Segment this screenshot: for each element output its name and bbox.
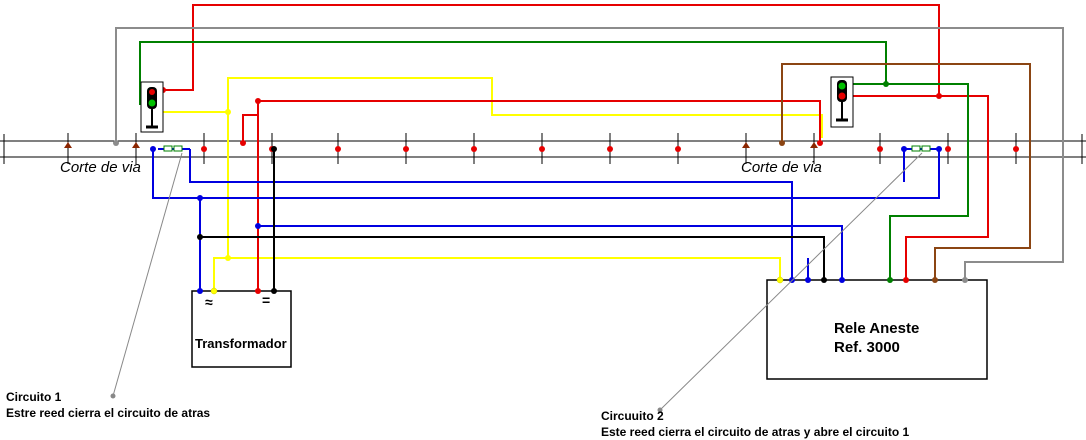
transformer-ac-symbol: ≈ [205,294,213,310]
track-dot [471,146,477,152]
transformer-dc-symbol: = [262,292,271,308]
track-dot [403,146,409,152]
relay-title: Rele Aneste [834,320,920,337]
track-dot [1013,146,1019,152]
reed-switch-1 [158,145,190,152]
transformer-title: Transformador [195,336,287,351]
signal-left-icon [140,81,164,133]
callout-lines [112,152,923,411]
circuit1-description: Estre reed cierra el circuito de atras [6,406,211,420]
yellow-wire [153,77,823,292]
track-dot [877,146,883,152]
blue-wires [152,149,940,292]
circuit2-title: Circuuito 2 [601,409,664,423]
track-connection-dots [201,146,1019,152]
wire-junctions [113,81,942,261]
relay-box [766,279,988,380]
relay-ref: Ref. 3000 [834,339,900,356]
circuit2-description: Este reed cierra el circuito de atras y … [601,425,910,439]
transformer-box [191,290,292,368]
track-dot [335,146,341,152]
track-dot [675,146,681,152]
track-cut-label-left: Corte de via [60,159,141,176]
callout-2-dot [657,407,663,413]
red-wires [163,4,989,292]
brown-wire [781,63,1031,280]
circuit1-title: Circuito 1 [6,390,62,404]
transformer-terminals [197,287,277,295]
black-wires [200,149,825,292]
track-dot [607,146,613,152]
track-dot [945,146,951,152]
reed-switch-2 [906,145,938,152]
track-dot [539,146,545,152]
track-cut-label-right: Corte de via [741,159,822,176]
track-cut-markers [64,142,818,148]
gray-wire [115,27,1064,280]
track-dot [201,146,207,152]
signal-right-icon [830,76,854,128]
callout-1-dot [110,393,116,399]
